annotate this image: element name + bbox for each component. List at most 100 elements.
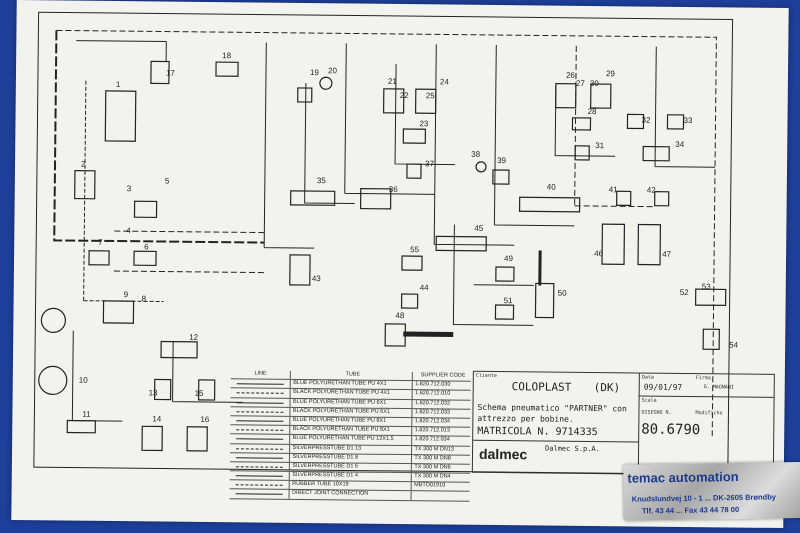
cylinder-1 <box>104 90 137 142</box>
tube-name: BLACK POLYURETHAN TUBE PU 4X1 <box>291 389 414 399</box>
component-number: 23 <box>419 119 429 128</box>
drawing-number: 80.6790 <box>641 421 701 439</box>
valve-17 <box>150 60 170 85</box>
component-number: 16 <box>200 415 210 424</box>
description: Schema pneumatico "PARTNER" con attrezzo… <box>477 402 627 424</box>
supplier-code: MBTO01910 <box>414 482 446 489</box>
valve-26-27 <box>555 83 577 109</box>
line-sample <box>230 434 291 444</box>
cylinder-46 <box>601 223 626 265</box>
filter-15 <box>197 379 216 401</box>
component-number: 51 <box>504 296 514 305</box>
component-number: 19 <box>310 68 320 77</box>
filter-13 <box>153 378 172 401</box>
cylinder-48 <box>384 323 406 347</box>
component-number: 21 <box>388 77 398 86</box>
valve-45 <box>435 235 487 252</box>
valve-31 <box>574 145 590 161</box>
valve-11 <box>66 419 96 434</box>
line-sample <box>230 388 292 398</box>
component-number: 41 <box>609 185 619 194</box>
component-number: 14 <box>152 414 162 423</box>
valve-6 <box>133 250 157 267</box>
tube-name: BLUE POLYURETHAN TUBE PU 12X1,5 <box>290 435 413 445</box>
cylinder-50 <box>534 282 555 319</box>
border-frame <box>33 11 734 475</box>
line-sample <box>230 379 292 389</box>
component-number: 6 <box>144 242 149 251</box>
filter-54 <box>702 328 720 350</box>
tube-name: DIRECT JOINT CONNECTION <box>290 490 413 500</box>
tube-name: SILVERPRESSTUBE D1 13 <box>290 444 413 454</box>
pilot-line-top <box>56 29 717 438</box>
component-number: 38 <box>471 150 481 159</box>
line-sample <box>230 416 291 425</box>
line-sample <box>230 443 291 453</box>
component-number: 49 <box>504 254 514 263</box>
component-number: 22 <box>400 91 410 100</box>
valve-49 <box>495 266 515 282</box>
signature: G. MAGNANI <box>703 384 734 391</box>
component-number: 40 <box>547 183 557 192</box>
component-number: 44 <box>420 283 430 292</box>
component-number: 4 <box>126 226 131 235</box>
header-tube: TUBE <box>291 370 414 381</box>
valve-39 <box>492 169 510 185</box>
component-number: 52 <box>680 288 690 297</box>
component-number: 37 <box>425 159 435 168</box>
cylinder-47 <box>637 223 662 266</box>
cylinder-14 <box>141 425 163 452</box>
pressure-switch-10 <box>38 365 68 395</box>
component-number: 29 <box>606 69 616 78</box>
component-number: 32 <box>641 116 651 125</box>
component-number: 42 <box>647 186 657 195</box>
component-number: 10 <box>79 376 89 385</box>
header-line: LINE <box>230 370 292 380</box>
valve-44 <box>400 293 419 309</box>
component-number: 36 <box>389 185 399 194</box>
component-number: 45 <box>474 224 484 233</box>
line-sample <box>229 471 291 481</box>
firma-label: Firma <box>695 375 711 382</box>
supplier-code: TX 300 M DN6 <box>414 464 451 471</box>
supplier-code: TX 300 M DN8 <box>414 454 451 462</box>
sticker-brand: temac automation <box>627 468 739 486</box>
component-number: 48 <box>395 311 405 320</box>
component-number: 1 <box>116 80 121 89</box>
sticker-phone: Tlf. 43 44 ... Fax 43 44 78 00 <box>641 504 740 516</box>
date: 09/01/97 <box>643 382 683 392</box>
component-number: 33 <box>683 116 693 125</box>
component-number: 2 <box>81 160 86 169</box>
line-sample <box>229 480 291 490</box>
supplier-sticker: temac automation Knudslundvej 10 - 1 ...… <box>623 461 800 521</box>
dalmec-logo: dalmec <box>478 445 528 463</box>
supplier-code: 1.820.712.034 <box>414 436 450 443</box>
gauge-38 <box>475 161 487 173</box>
frl-9 <box>102 300 135 324</box>
valve-51 <box>494 304 515 320</box>
line-sample <box>230 406 291 416</box>
component-number: 35 <box>317 176 327 185</box>
component-number: 47 <box>662 250 672 259</box>
line-sample <box>229 462 291 471</box>
valve-4 <box>133 200 158 219</box>
tube-name: BLACK POLYURETHAN TUBE PU 6X1 <box>290 407 413 418</box>
data-label: Data <box>641 374 654 381</box>
main-supply-line <box>53 30 265 244</box>
valve-53 <box>694 288 727 307</box>
valve-42 <box>654 191 670 207</box>
valve-21-22 <box>382 88 405 114</box>
component-number: 30 <box>590 79 600 88</box>
component-number: 9 <box>124 290 129 299</box>
component-number: 54 <box>729 340 739 349</box>
cylinder-16 <box>186 426 208 452</box>
supplier-code: 1.820.712.013 <box>414 427 450 434</box>
valve-28 <box>571 117 592 131</box>
gauge-20 <box>319 76 333 90</box>
component-number: 25 <box>426 91 436 100</box>
header-code: SUPPLIER CODE <box>420 372 466 379</box>
client-country: (DK) <box>593 381 621 395</box>
component-number: 50 <box>558 289 568 298</box>
